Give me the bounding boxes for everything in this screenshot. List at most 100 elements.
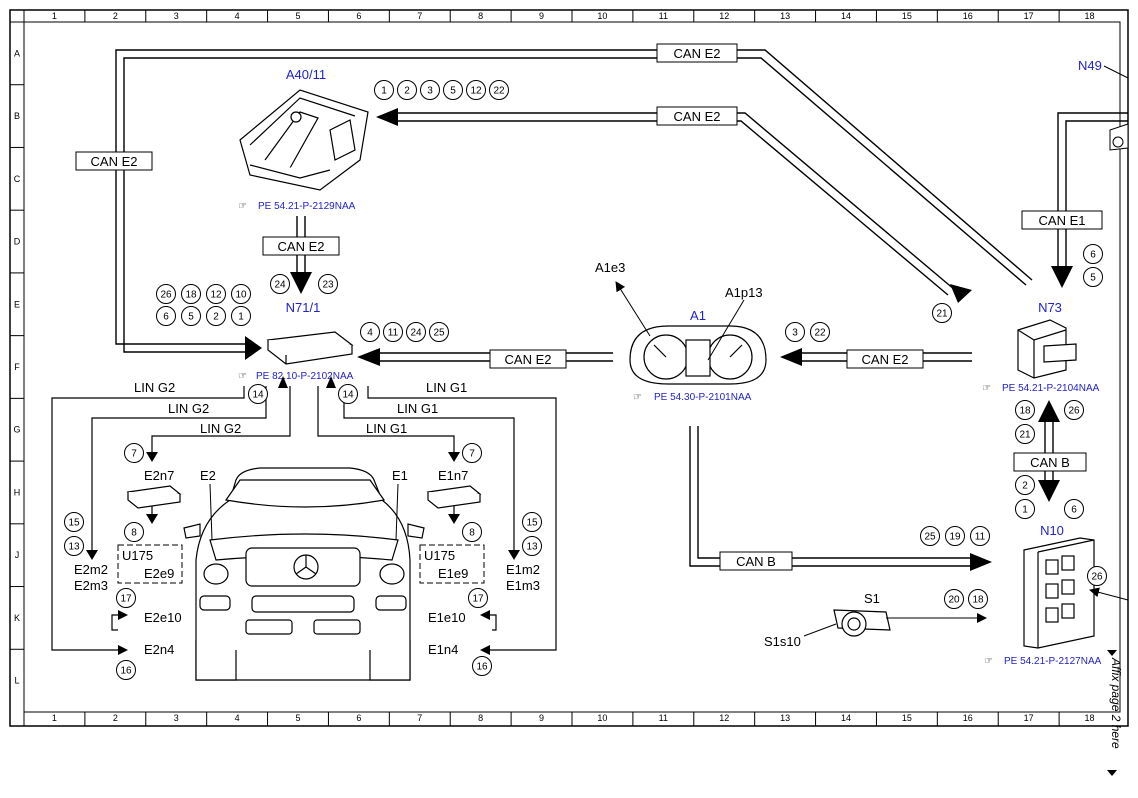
- ref-pointer-icon: ☞: [633, 392, 642, 403]
- grid-row-label: G: [13, 425, 20, 435]
- grid-column-label: 16: [963, 11, 973, 21]
- affix-arrow-bottom: [1107, 770, 1117, 776]
- a1p13-label: A1p13: [725, 285, 763, 300]
- affix-arrow-top: [1107, 650, 1117, 656]
- grid-row-label: K: [14, 613, 20, 623]
- reference-number: 6: [1071, 505, 1077, 516]
- reference-number: 1: [381, 86, 387, 97]
- affix-note: Affix page 2 here: [1109, 657, 1123, 749]
- reference-number: 1: [238, 312, 244, 323]
- reference-circle: [1015, 499, 1035, 519]
- reference-circle: [466, 80, 486, 100]
- grid-row-label: E: [14, 299, 20, 309]
- reference-circle: [472, 656, 492, 676]
- reference-number: 25: [433, 328, 445, 339]
- reference-circle: [1064, 499, 1084, 519]
- grid-column-label: 6: [356, 11, 361, 21]
- reference-number: 5: [1090, 273, 1096, 284]
- reference-circle: [206, 306, 226, 326]
- lin-g2-label-1: LIN G2: [134, 380, 175, 395]
- reference-circle: [945, 526, 965, 546]
- reference-number: 21: [936, 309, 948, 320]
- arrow-down-e1m: [508, 550, 520, 560]
- reference-number: 2: [404, 86, 410, 97]
- e2n4-label: E2n4: [144, 642, 174, 657]
- reference-circle: [522, 536, 542, 556]
- grid-column-label: 5: [295, 11, 300, 21]
- a1e3-pointer: [615, 281, 651, 337]
- reference-circle: [420, 80, 440, 100]
- n73-module: [1017, 319, 1077, 379]
- reference-circle: [1083, 244, 1103, 264]
- can-e2-text-top: CAN E2: [674, 46, 721, 61]
- reference-circle: [231, 284, 251, 304]
- reference-number: 15: [68, 518, 80, 529]
- reference-number: 12: [210, 290, 222, 301]
- grid-column-label: 14: [841, 11, 851, 21]
- arrow-down-e1n7: [448, 452, 460, 462]
- n10-module: [1023, 537, 1095, 649]
- reference-number: 3: [427, 86, 433, 97]
- reference-circle: [920, 526, 940, 546]
- reference-circle: [397, 80, 417, 100]
- grid-row-label: L: [14, 676, 19, 686]
- grid-column-label: 18: [1085, 713, 1095, 723]
- n73-ref: PE 54.21-P-2104NAA: [1002, 383, 1100, 394]
- e2e10-label: E2e10: [144, 610, 182, 625]
- ref-pointer-icon: ☞: [984, 656, 993, 667]
- reference-number: 12: [470, 86, 482, 97]
- u175-right-label: U175: [424, 548, 455, 563]
- arrow-down-n71: [290, 272, 312, 294]
- e1n7-label: E1n7: [438, 468, 468, 483]
- arrow-right-n10: [970, 553, 992, 571]
- reference-circle: [462, 443, 482, 463]
- u175-left-box: [117, 544, 183, 584]
- can-b-label-horiz: [719, 551, 793, 571]
- arrow-into-n71: [245, 336, 262, 360]
- can-e2-label-vert: [262, 236, 340, 256]
- arrow-into-n73: [950, 284, 972, 303]
- reference-circle: [462, 522, 482, 542]
- lin-g1-label-3: LIN G1: [366, 421, 407, 436]
- grid-column-label: 9: [539, 11, 544, 21]
- reference-number: 11: [975, 532, 986, 543]
- grid-row-label: J: [15, 550, 20, 560]
- grid-column-label: 3: [174, 713, 179, 723]
- a40-11-ref: PE 54.21-P-2129NAA: [258, 201, 356, 212]
- u175-right-box: [419, 544, 485, 584]
- u175-left-label: U175: [122, 548, 153, 563]
- arrow-left-a1: [780, 348, 802, 366]
- reference-circle: [181, 284, 201, 304]
- grid-column-label: 8: [478, 11, 483, 21]
- arrow-down-u175-left: [146, 514, 158, 524]
- a1p13-pointer: [707, 299, 745, 361]
- reference-circle: [318, 274, 338, 294]
- e1n4-label: E1n4: [428, 642, 458, 657]
- reference-number: 10: [235, 290, 247, 301]
- grid-column-label: 10: [597, 713, 607, 723]
- reference-number: 5: [450, 86, 456, 97]
- reference-number: 6: [1090, 250, 1096, 261]
- grid-column-label: 11: [659, 11, 668, 21]
- grid-column-label: 4: [235, 713, 240, 723]
- e1e10-label: E1e10: [428, 610, 466, 625]
- grid-column-label: 6: [356, 713, 361, 723]
- a40-11-label: A40/11: [286, 67, 326, 82]
- reference-circle: [248, 384, 268, 404]
- s1-label: S1: [864, 591, 880, 606]
- can-e2-text-left: CAN E2: [91, 154, 138, 169]
- n49-pointer: [1103, 65, 1129, 79]
- grid-column-label: 2: [113, 11, 118, 21]
- can-e1-text: CAN E1: [1039, 213, 1086, 228]
- n49-module-partial: [1109, 123, 1129, 151]
- grid-row-label: B: [14, 111, 20, 121]
- e1-label: E1: [392, 468, 408, 483]
- e1-pointer: [395, 483, 399, 541]
- ref-pointer-icon: ☞: [238, 371, 247, 382]
- reference-number: 13: [68, 542, 80, 553]
- grid-row-label: A: [14, 48, 20, 58]
- lin-g1-label-1: LIN G1: [426, 380, 467, 395]
- s1s10-pointer: [803, 623, 837, 637]
- grid-column-label: 18: [1085, 11, 1095, 21]
